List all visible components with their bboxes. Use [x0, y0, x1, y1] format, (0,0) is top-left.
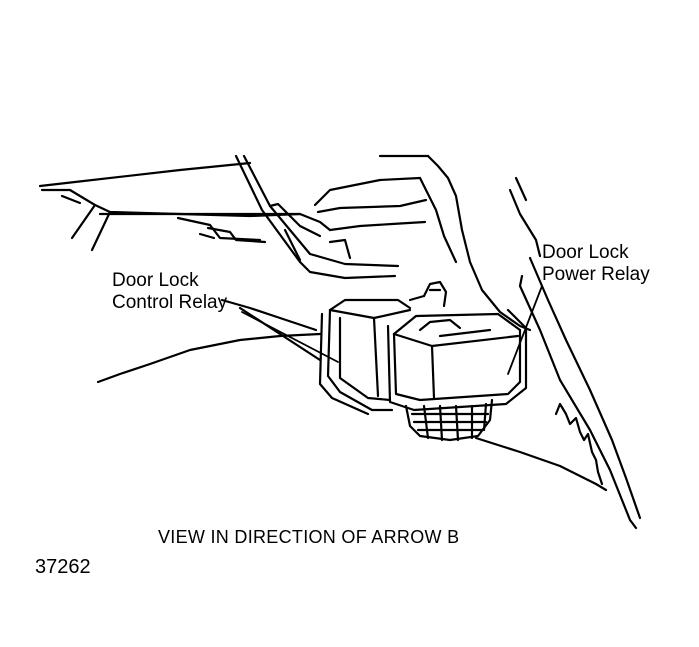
leader-power-relay	[507, 285, 543, 375]
floor-contour	[96, 298, 322, 384]
label-door-lock-power-relay: Door Lock Power Relay	[542, 242, 650, 286]
figure-caption: VIEW IN DIRECTION OF ARROW B	[158, 527, 460, 547]
power-relay-body	[386, 308, 528, 412]
label-line: Door Lock	[542, 242, 629, 263]
leader-control-relay	[241, 311, 339, 363]
relay-connector	[404, 398, 494, 442]
mounting-bracket	[234, 154, 400, 280]
figure-number: 37262	[35, 556, 91, 578]
label-line: Control Relay	[112, 292, 228, 313]
label-door-lock-control-relay: Door Lock Control Relay	[112, 270, 227, 314]
harness-wire	[474, 402, 608, 492]
cross-member	[313, 154, 430, 260]
control-relay-body	[318, 298, 412, 416]
label-line: Power Relay	[542, 264, 650, 285]
label-line: Door Lock	[112, 270, 199, 291]
leader-lines	[241, 285, 543, 375]
mounting-stud	[408, 280, 448, 308]
side-panel	[418, 154, 642, 530]
dash-panel	[38, 161, 332, 252]
